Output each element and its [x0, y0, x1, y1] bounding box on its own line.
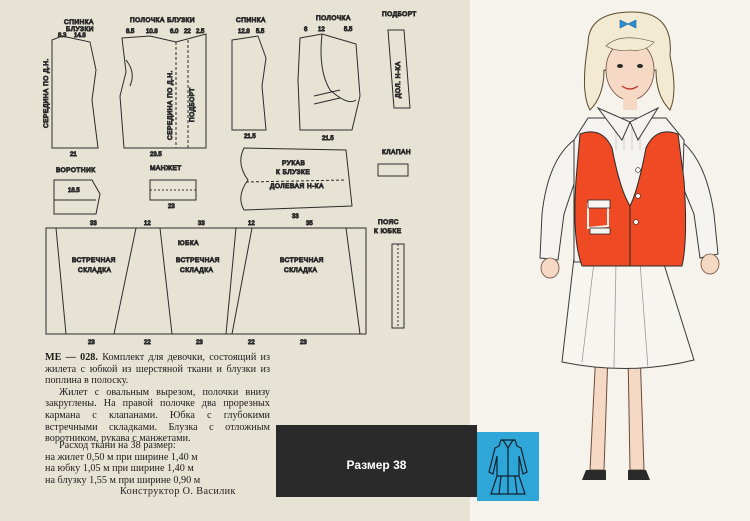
fabric-consumption: Расход ткани на 38 размер: на жилет 0,50…: [45, 440, 270, 486]
svg-text:22: 22: [184, 29, 191, 35]
label-blouse-front: ПОЛОЧКА БЛУЗКИ: [130, 17, 195, 24]
girl-vest-left: [574, 131, 631, 267]
svg-text:10.8: 10.8: [146, 29, 158, 35]
description-intro: Комплект для девочки, состоящий из жилет…: [45, 352, 270, 387]
svg-text:12.8: 12.8: [238, 29, 250, 35]
svg-text:22: 22: [248, 340, 255, 346]
pattern-sleeve: РУКАВ К БЛУЗКЕ ДОЛЕВАЯ Н-КА 33: [240, 147, 353, 221]
svg-text:21.5: 21.5: [322, 136, 334, 142]
svg-text:ВСТРЕЧНАЯ: ВСТРЕЧНАЯ: [72, 257, 116, 264]
fabric-line-skirt: на юбку 1,05 м при ширине 1,40 м: [45, 463, 194, 475]
svg-text:6.0: 6.0: [170, 29, 179, 35]
svg-text:21: 21: [70, 152, 77, 158]
girl-skirt: [561, 257, 695, 369]
model-code: МЕ — 028.: [45, 352, 98, 363]
svg-text:ВСТРЕЧНАЯ: ВСТРЕЧНАЯ: [280, 257, 324, 264]
svg-text:К БЛУЗКЕ: К БЛУЗКЕ: [276, 169, 310, 176]
label-blouse-back-2: БЛУЗКИ: [66, 26, 94, 33]
svg-text:ДОЛ. Н-КА: ДОЛ. Н-КА: [395, 61, 402, 98]
label-vest-front: ПОЛОЧКА: [316, 15, 351, 22]
pattern-vest-back: СПИНКА 12.8 5.5 21.5: [231, 17, 267, 141]
description-details: Жилет с овальным вырезом, полочки внизу …: [45, 386, 270, 445]
size-label: Размер 38: [346, 458, 407, 472]
girl-vest-right: [629, 131, 687, 267]
svg-text:ДОЛЕВАЯ Н-КА: ДОЛЕВАЯ Н-КА: [270, 183, 324, 190]
description: МЕ — 028. Комплект для девочки, состоящи…: [45, 352, 270, 445]
girl-illustration: [539, 11, 720, 480]
svg-text:33: 33: [198, 221, 205, 227]
svg-text:2.5: 2.5: [196, 29, 205, 35]
size-box: Размер 38: [276, 425, 477, 497]
svg-text:6: 6: [304, 27, 308, 33]
label-blouse-back-1: СПИНКА: [64, 19, 94, 26]
svg-text:23: 23: [88, 340, 95, 346]
svg-text:16.5: 16.5: [68, 188, 80, 194]
pattern-collar: ВОРОТНИК 16.5: [53, 167, 101, 215]
label-sleeve: РУКАВ: [282, 160, 305, 167]
label-center-back: СЕРЕДИНА ПО Д.Н.: [43, 58, 50, 128]
svg-text:23.5: 23.5: [150, 152, 162, 158]
svg-text:8.3: 8.3: [58, 33, 67, 39]
pattern-blouse-back: СПИНКА БЛУЗКИ 8.3 14.8 21 СЕРЕДИНА ПО Д.Н…: [43, 19, 99, 159]
svg-text:12: 12: [248, 221, 255, 227]
girl-bow: [619, 19, 637, 29]
label-vest-back: СПИНКА: [236, 17, 266, 24]
svg-text:12: 12: [318, 27, 325, 33]
label-facing: ПОДБОРТ: [382, 11, 417, 18]
pattern-vest-front: ПОЛОЧКА 6 12 5.5 21.5: [297, 15, 361, 143]
svg-text:СКЛАДКА: СКЛАДКА: [284, 267, 317, 274]
svg-text:8.5: 8.5: [126, 29, 135, 35]
label-waistband: ПОЯС: [378, 219, 399, 226]
label-collar: ВОРОТНИК: [56, 167, 96, 174]
description-intro-paragraph: МЕ — 028. Комплект для девочки, состоящи…: [45, 352, 270, 387]
svg-text:14.8: 14.8: [74, 33, 86, 39]
dress-thumbnail: [477, 432, 539, 501]
svg-text:К ЮБКЕ: К ЮБКЕ: [374, 228, 402, 235]
label-skirt: ЮБКА: [178, 240, 199, 247]
label-cuff: МАНЖЕТ: [150, 165, 182, 172]
svg-text:33: 33: [292, 214, 299, 220]
svg-text:23: 23: [168, 204, 175, 210]
girl-sleeve-right: [679, 138, 719, 259]
pattern-facing: ПОДБОРТ ДОЛ. Н-КА: [382, 11, 417, 109]
dress-thumbnail-icon: [488, 439, 528, 495]
svg-text:ПОДБОРТ: ПОДБОРТ: [189, 87, 196, 122]
pattern-drawings: СПИНКА БЛУЗКИ 8.3 14.8 21 СЕРЕДИНА ПО Д.Н…: [43, 11, 417, 347]
svg-text:5.5: 5.5: [256, 29, 265, 35]
pattern-flap: КЛАПАН: [377, 149, 411, 177]
svg-text:35: 35: [306, 221, 313, 227]
svg-text:5.5: 5.5: [344, 27, 353, 33]
svg-text:33: 33: [90, 221, 97, 227]
svg-text:СКЛАДКА: СКЛАДКА: [180, 267, 213, 274]
pattern-waistband: ПОЯС К ЮБКЕ: [374, 219, 405, 329]
girl-sleeve-left: [539, 139, 577, 261]
svg-text:ВСТРЕЧНАЯ: ВСТРЕЧНАЯ: [176, 257, 220, 264]
label-flap: КЛАПАН: [382, 149, 411, 156]
fabric-line-vest: на жилет 0,50 м при ширине 1,40 м: [45, 451, 198, 463]
fabric-heading: Расход ткани на 38 размер:: [59, 440, 176, 451]
svg-text:12: 12: [144, 221, 151, 227]
svg-text:СКЛАДКА: СКЛАДКА: [78, 267, 111, 274]
svg-text:СЕРЕДИНА ПО Д.Н.: СЕРЕДИНА ПО Д.Н.: [167, 70, 174, 140]
svg-text:23: 23: [196, 340, 203, 346]
pattern-skirt: ЮБКА ВСТРЕЧНАЯ СКЛАДКА ВСТРЕЧНАЯ СКЛАДКА…: [45, 221, 367, 347]
pattern-blouse-front: ПОЛОЧКА БЛУЗКИ 8.5 10.8 6.0 22 2.5 23.5 СЕРЕ…: [119, 17, 207, 159]
svg-text:22: 22: [144, 340, 151, 346]
fabric-line-blouse: на блузку 1,55 м при ширине 0,90 м: [45, 474, 201, 486]
pattern-cuff: МАНЖЕТ 23: [149, 165, 197, 211]
constructor-credit: Конструктор О. Василик: [120, 486, 236, 497]
svg-text:23: 23: [300, 340, 307, 346]
svg-text:21.5: 21.5: [244, 134, 256, 140]
